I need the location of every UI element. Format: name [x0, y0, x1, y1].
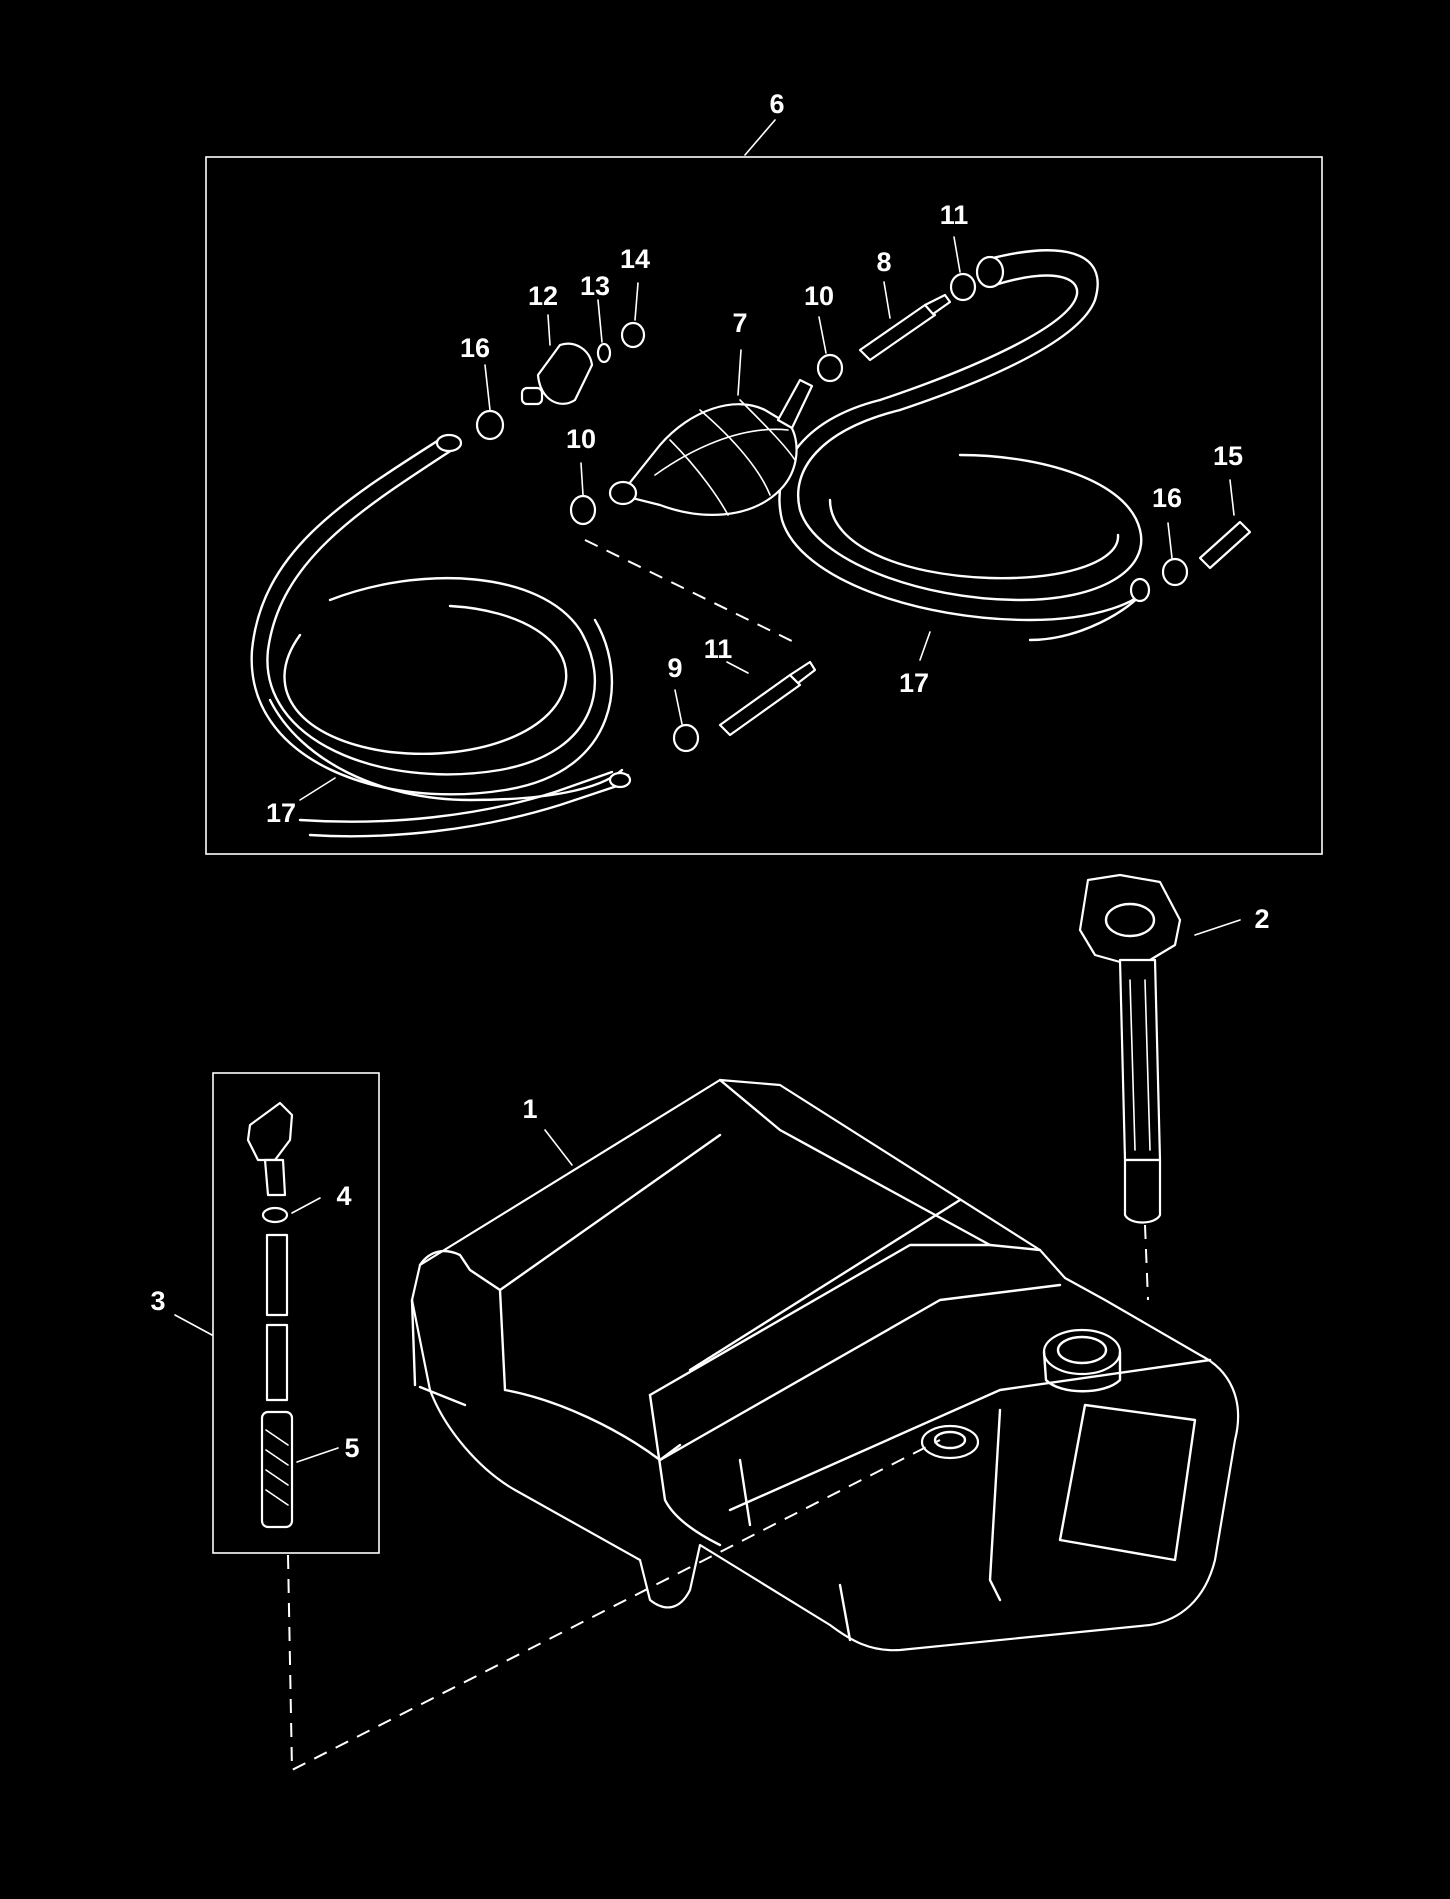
clamp-16-left [475, 409, 505, 441]
callout-9: 9 [667, 653, 682, 683]
callout-17-left: 17 [266, 798, 296, 828]
callout-11-lower: 11 [704, 634, 733, 664]
pickup-frame [212, 1072, 380, 1554]
leader-6 [744, 119, 776, 156]
callout-2: 2 [1254, 904, 1269, 934]
hose-kit-frame [205, 156, 1323, 855]
callout-6: 6 [769, 89, 784, 119]
callout-11-upper: 11 [940, 200, 969, 230]
callout-15: 15 [1213, 441, 1243, 471]
callout-3: 3 [150, 1286, 165, 1316]
callout-1: 1 [522, 1094, 537, 1124]
clamp-11-upper [949, 272, 977, 302]
callout-10-lower: 10 [566, 424, 596, 454]
callout-17-right: 17 [899, 668, 929, 698]
callout-16-right: 16 [1152, 483, 1182, 513]
clamp-16-right [1161, 557, 1189, 587]
fuel-gauge [1078, 873, 1241, 1301]
clamp-10-lower [569, 494, 597, 526]
filter-5 [260, 1410, 294, 1529]
callout-13: 13 [580, 271, 610, 301]
fuel-hose-right [778, 249, 1151, 642]
callout-7: 7 [732, 308, 747, 338]
assembly-line-pickup [287, 1439, 941, 1772]
callout-labels: 1 2 3 4 5 6 7 8 9 10 10 11 11 12 13 14 1… [150, 89, 1269, 1463]
callout-10-upper: 10 [804, 281, 834, 311]
clamp-10-upper [816, 353, 844, 383]
fitting-12 [520, 342, 594, 406]
callout-8: 8 [876, 247, 891, 277]
primer-bulb [608, 378, 814, 516]
clamp-9 [672, 723, 700, 753]
fuel-tank [410, 1078, 1240, 1652]
callout-12: 12 [528, 281, 558, 311]
o-ring-13 [596, 342, 612, 364]
fitting-11-lower [718, 660, 817, 737]
hose-kit-group [205, 119, 1323, 855]
callout-16-left: 16 [460, 333, 490, 363]
leader-1 [544, 1129, 573, 1166]
pickup-tube-group [174, 1072, 380, 1554]
fuel-hose-left [250, 433, 632, 838]
callout-4: 4 [336, 1181, 351, 1211]
assembly-line-bulb [584, 539, 801, 646]
washer-14 [620, 321, 646, 349]
callout-5: 5 [344, 1433, 359, 1463]
fitting-8 [858, 293, 952, 362]
fitting-15 [1198, 520, 1252, 570]
callout-14: 14 [620, 244, 650, 274]
o-ring-4 [261, 1206, 289, 1224]
